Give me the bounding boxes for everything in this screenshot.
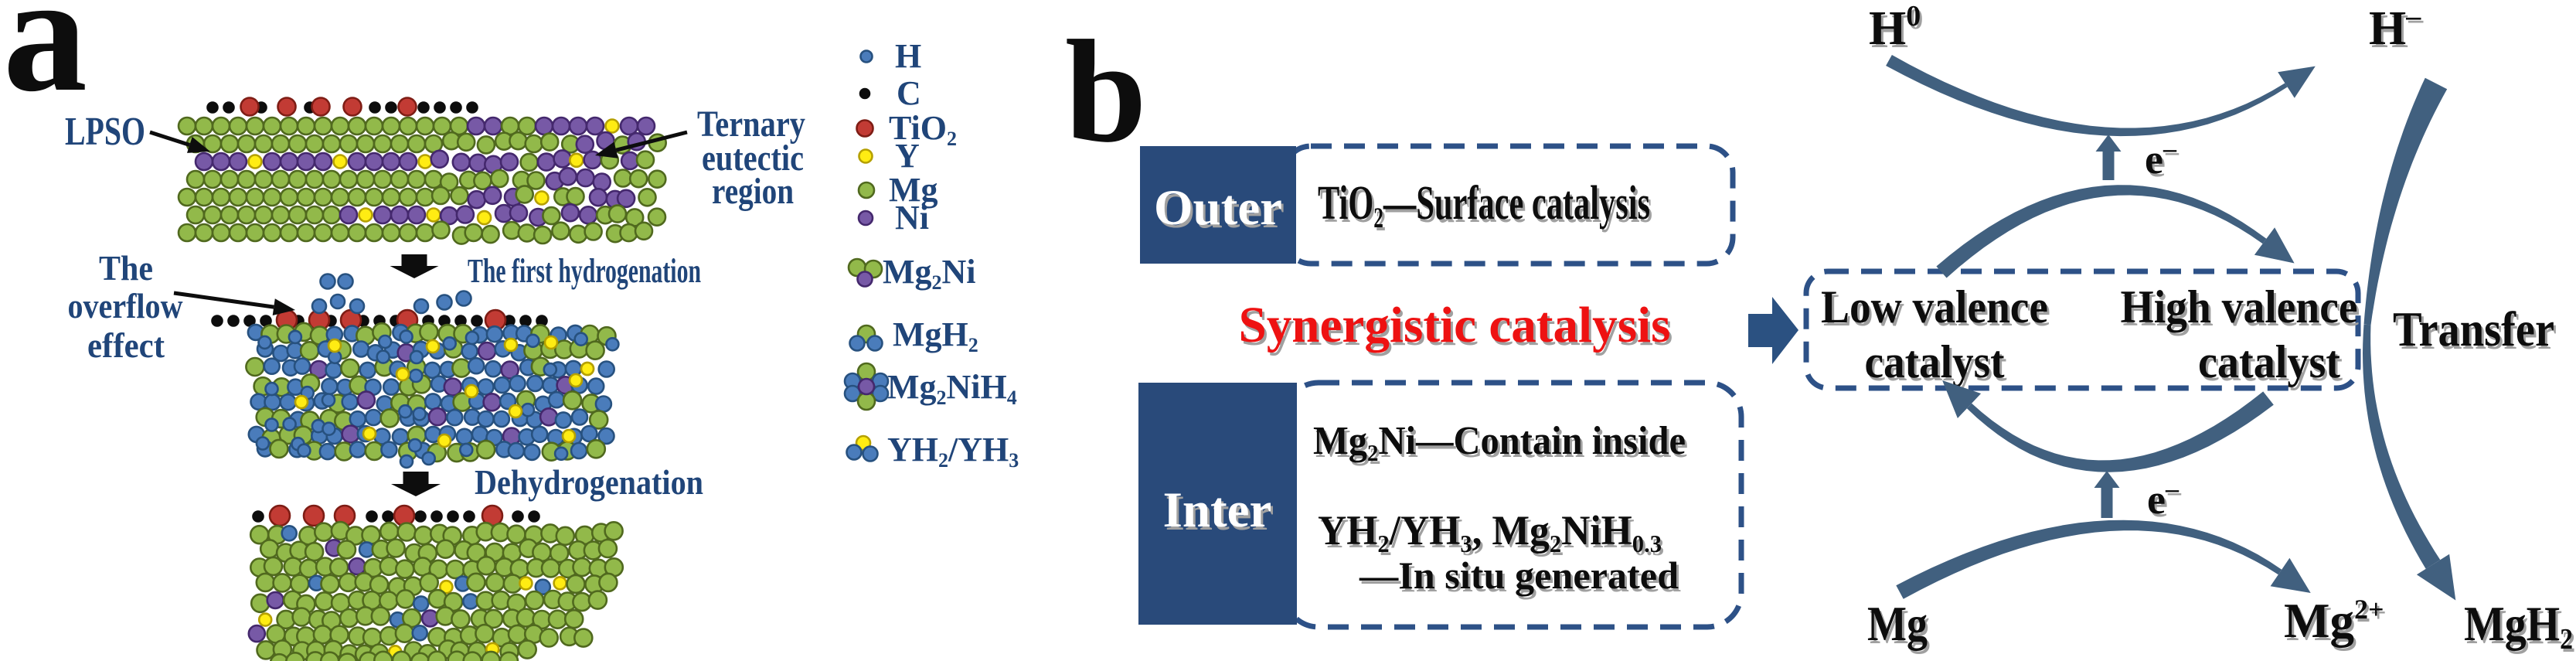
svg-text:—In situ generated: —In situ generated <box>1361 557 1681 600</box>
svg-text:H: H <box>895 37 921 75</box>
svg-text:Ternary: Ternary <box>697 104 805 145</box>
svg-text:catalyst: catalyst <box>2200 339 2343 390</box>
svg-text:C: C <box>897 74 921 112</box>
svg-text:Transfer: Transfer <box>2395 305 2557 359</box>
svg-text:Y: Y <box>895 137 920 175</box>
svg-text:Inter: Inter <box>1163 482 1272 538</box>
svg-text:Synergistic catalysis: Synergistic catalysis <box>1241 300 1673 356</box>
svg-text:Synergistic catalysis: Synergistic catalysis <box>1239 297 1671 353</box>
svg-text:Outer: Outer <box>1156 183 1285 239</box>
svg-text:Inter: Inter <box>1165 486 1274 541</box>
svg-text:The: The <box>99 248 153 288</box>
svg-text:YH2/YH3: YH2/YH3 <box>887 431 1019 472</box>
svg-text:e–: e– <box>2145 135 2177 182</box>
svg-text:Ni: Ni <box>895 199 929 237</box>
svg-text:effect: effect <box>87 325 165 365</box>
svg-text:MgH2: MgH2 <box>2464 597 2573 656</box>
svg-text:High valence: High valence <box>2121 281 2358 332</box>
svg-text:Mg: Mg <box>889 171 938 209</box>
svg-text:region: region <box>712 171 794 212</box>
svg-text:Dehydrogenation: Dehydrogenation <box>475 462 703 502</box>
svg-text:catalyst: catalyst <box>2198 336 2340 387</box>
svg-text:Mg2+: Mg2+ <box>2286 597 2386 651</box>
svg-text:—In situ generated: —In situ generated <box>1359 554 1679 597</box>
svg-text:High valence: High valence <box>2123 285 2360 336</box>
svg-text:Low valence: Low valence <box>1823 285 2050 336</box>
svg-text:TiO2—Surface catalysis: TiO2—Surface catalysis <box>1320 180 1652 237</box>
svg-text:TiO2—Surface catalysis: TiO2—Surface catalysis <box>1318 177 1650 234</box>
svg-text:The first hydrogenation: The first hydrogenation <box>468 252 701 290</box>
svg-text:Low valence: Low valence <box>1821 281 2048 332</box>
svg-text:YH2/YH3, Mg2NiH0.3: YH2/YH3, Mg2NiH0.3 <box>1320 510 1664 560</box>
svg-text:eutectic: eutectic <box>702 138 804 179</box>
svg-text:b: b <box>1065 11 1147 173</box>
svg-text:Mg: Mg <box>1867 597 1928 651</box>
svg-text:Mg: Mg <box>1870 600 1930 654</box>
svg-text:TiO2: TiO2 <box>889 109 957 150</box>
svg-text:Mg2NiH4: Mg2NiH4 <box>887 368 1017 409</box>
svg-text:MgH2: MgH2 <box>2466 600 2575 659</box>
svg-text:catalyst: catalyst <box>1867 339 2007 390</box>
svg-text:MgH2: MgH2 <box>893 315 978 356</box>
svg-text:Transfer: Transfer <box>2393 302 2554 356</box>
svg-text:LPSO: LPSO <box>65 110 145 154</box>
svg-text:catalyst: catalyst <box>1865 336 2005 387</box>
svg-text:Outer: Outer <box>1154 180 1282 236</box>
svg-text:overflow: overflow <box>68 286 183 325</box>
svg-text:H–: H– <box>2371 3 2424 58</box>
svg-text:Mg2Ni: Mg2Ni <box>883 253 976 294</box>
svg-text:YH2/YH3, Mg2NiH0.3: YH2/YH3, Mg2NiH0.3 <box>1318 507 1662 557</box>
svg-text:a: a <box>3 0 87 127</box>
